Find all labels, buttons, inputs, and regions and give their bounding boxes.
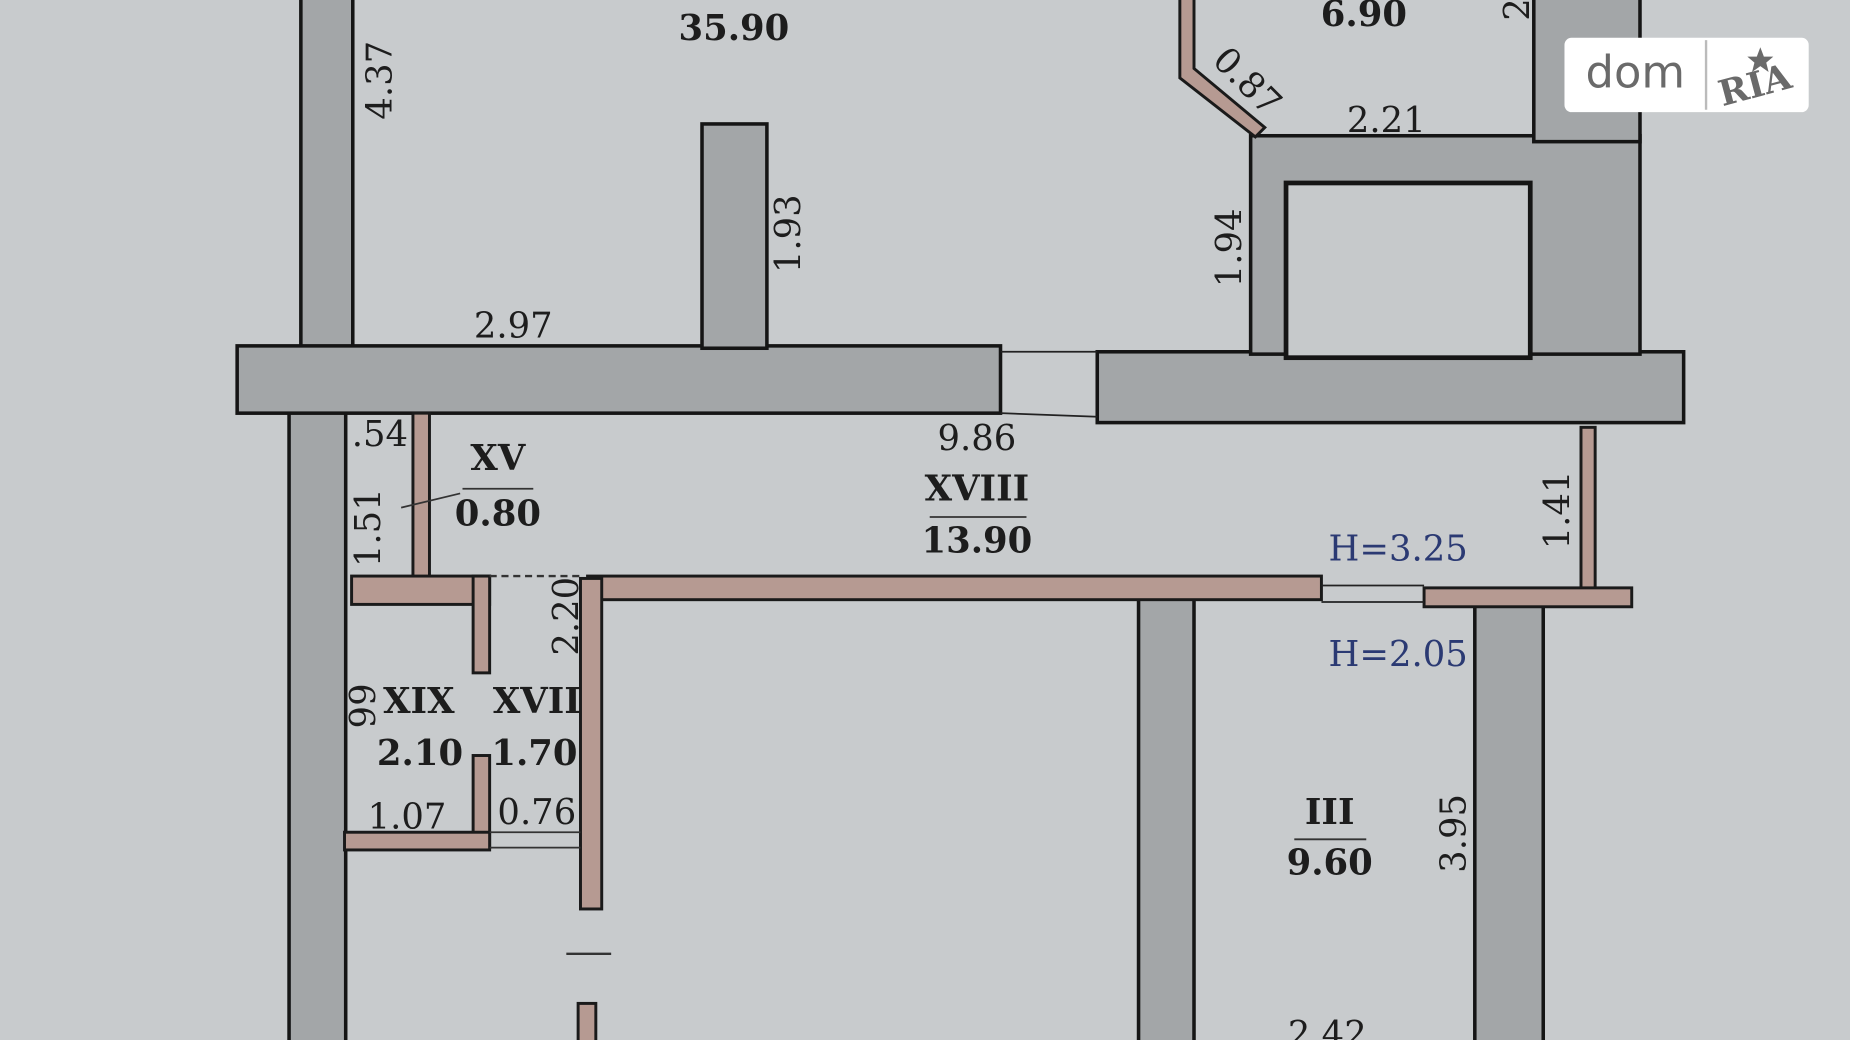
dimension: 9.86 bbox=[938, 418, 1017, 459]
walls bbox=[235, 0, 1686, 1040]
dimension: 99 bbox=[343, 683, 384, 728]
room-area: 9.60 bbox=[1287, 843, 1373, 884]
room-area: 6.90 bbox=[1321, 0, 1407, 35]
height-label: H=2.05 bbox=[1328, 634, 1467, 675]
room-area: 1.70 bbox=[491, 733, 577, 774]
dimension: 3.95 bbox=[1433, 794, 1474, 873]
dimension: 2.20 bbox=[546, 577, 587, 656]
dimension: 0.76 bbox=[497, 792, 576, 833]
dimension: 1.07 bbox=[368, 797, 447, 838]
room-labels: 35.90 6.90 XV 0.80 XVIII 13.90 XIX 2.10 … bbox=[377, 0, 1407, 884]
dimension: 1.51 bbox=[348, 488, 389, 567]
dimension: 2 bbox=[1497, 0, 1538, 21]
room-area: 13.90 bbox=[922, 520, 1033, 561]
dimension: 1.93 bbox=[768, 194, 809, 273]
domria-logo: dom RIA bbox=[1564, 37, 1809, 115]
dimension: 1.94 bbox=[1209, 208, 1250, 287]
star-icon bbox=[1747, 47, 1774, 73]
height-label: H=3.25 bbox=[1328, 529, 1467, 570]
svg-text:dom: dom bbox=[1586, 45, 1686, 98]
partitions bbox=[343, 0, 1634, 1040]
dimension: 2.42 bbox=[1288, 1014, 1367, 1040]
dimension: 2.21 bbox=[1347, 100, 1426, 141]
room-area: 2.10 bbox=[377, 733, 463, 774]
dimension: 4.37 bbox=[360, 41, 401, 120]
room-id: XVII bbox=[493, 681, 581, 722]
dimension: .54 bbox=[352, 414, 408, 455]
room-id: XV bbox=[470, 438, 525, 479]
dimension: 1.41 bbox=[1537, 471, 1578, 550]
room-id: III bbox=[1305, 792, 1355, 833]
room-id: XVIII bbox=[925, 469, 1030, 510]
room-area: 0.80 bbox=[455, 493, 541, 534]
room-area: 35.90 bbox=[678, 8, 789, 49]
room-id: XIX bbox=[383, 681, 455, 722]
dimension: 2.97 bbox=[474, 306, 553, 347]
